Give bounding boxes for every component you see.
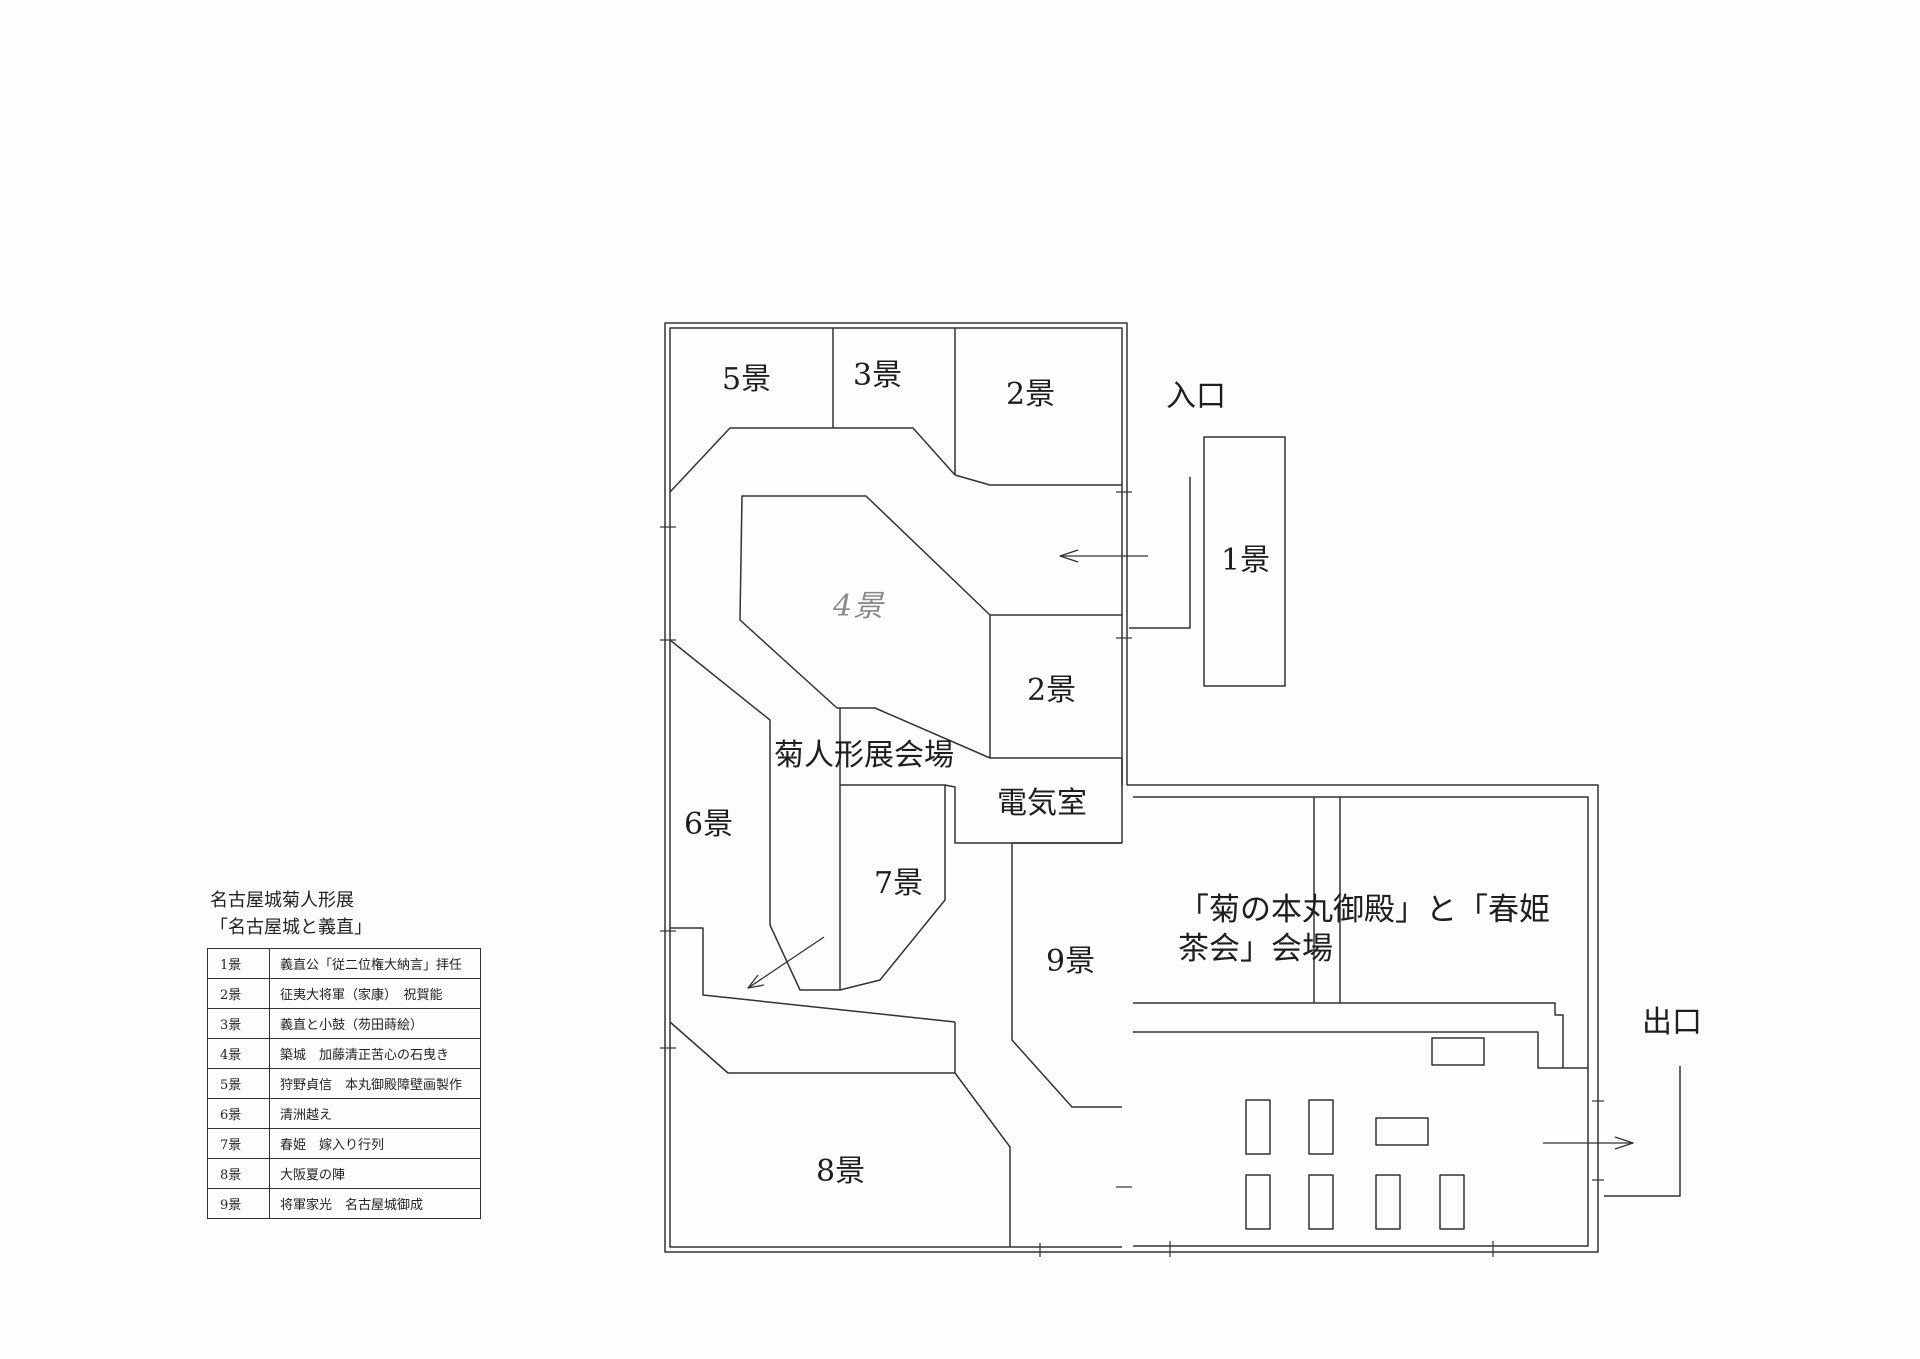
scene-6-label: 6景 — [684, 807, 734, 842]
table-row: 5景狩野貞信 本丸御殿障壁画製作 — [207, 1068, 481, 1099]
table-row: 9景将軍家光 名古屋城御成 — [207, 1188, 481, 1219]
table-row: 3景義直と小鼓（芴田蒔絵） — [207, 1008, 481, 1039]
sub-hall-label-line2: 茶会」会場 — [1178, 930, 1333, 967]
main-hall-walls — [664, 322, 1128, 1253]
sub-hall-walls — [1127, 784, 1599, 1253]
sub-hall-label: 「菊の本丸御殿」と「春姫 茶会」会場 — [1178, 891, 1550, 969]
scene-3-label: 3景 — [853, 358, 903, 393]
booth-9 — [1011, 842, 1122, 1108]
legend-desc: 狩野貞信 本丸御殿障壁画製作 — [269, 1068, 481, 1099]
legend-key: 4景 — [207, 1038, 270, 1069]
scene-2-top-label: 2景 — [1006, 377, 1056, 412]
sub-hall-interior — [1133, 797, 1588, 1230]
scene-8-label: 8景 — [816, 1154, 866, 1189]
exit-path — [1604, 1066, 1681, 1197]
booth-2-mid — [990, 614, 1122, 759]
main-hall-label: 菊人形展会場 — [774, 738, 954, 773]
entrance-label: 入口 — [1166, 379, 1226, 414]
arrow-icon — [747, 936, 825, 989]
top-booths — [832, 328, 1122, 486]
legend-desc: 大阪夏の陣 — [269, 1158, 481, 1189]
legend-title: 名古屋城菊人形展 「名古屋城と義直」 — [210, 887, 372, 941]
scene-5-label: 5景 — [722, 362, 772, 397]
legend-key: 1景 — [207, 948, 270, 979]
legend-key: 9景 — [207, 1188, 270, 1219]
legend-title-line2: 「名古屋城と義直」 — [210, 917, 372, 938]
legend-desc: 築城 加藤清正苦心の石曳き — [269, 1038, 481, 1069]
legend-key: 2景 — [207, 978, 270, 1009]
scene-9-label: 9景 — [1046, 944, 1096, 979]
legend-key: 7景 — [207, 1128, 270, 1159]
scene-1-label: 1景 — [1221, 543, 1271, 578]
arrow-icon — [1059, 549, 1148, 563]
table-row: 7景春姫 嫁入り行列 — [207, 1128, 481, 1159]
legend-key: 3景 — [207, 1008, 270, 1039]
lower-corridor — [669, 927, 1011, 1247]
legend-desc: 春姫 嫁入り行列 — [269, 1128, 481, 1159]
legend-key: 5景 — [207, 1068, 270, 1099]
electric-room-label: 電気室 — [997, 786, 1087, 821]
corridor-outline — [669, 427, 991, 991]
legend-title-line1: 名古屋城菊人形展 — [210, 890, 354, 911]
wall-ticks — [660, 491, 1604, 1257]
table-row: 2景征夷大将軍（家康） 祝賀能 — [207, 978, 481, 1009]
legend-key: 6景 — [207, 1098, 270, 1129]
scene-4-label: 4景 — [833, 589, 885, 624]
table-row: 1景義直公「従二位権大納言」拝任 — [207, 948, 481, 979]
legend-desc: 義直公「従二位権大納言」拝任 — [269, 948, 481, 979]
booth-1 — [1129, 436, 1286, 687]
table-row: 4景築城 加藤清正苦心の石曳き — [207, 1038, 481, 1069]
sub-hall-label-line1: 「菊の本丸御殿」と「春姫 — [1178, 892, 1550, 928]
arrow-icon — [1543, 1136, 1634, 1150]
scene-7-label: 7景 — [874, 866, 924, 901]
legend-key: 8景 — [207, 1158, 270, 1189]
legend-table: 1景義直公「従二位権大納言」拝任 2景征夷大将軍（家康） 祝賀能 3景義直と小鼓… — [207, 948, 481, 1219]
table-row: 6景清洲越え — [207, 1098, 481, 1129]
table-row: 8景大阪夏の陣 — [207, 1158, 481, 1189]
legend-desc: 将軍家光 名古屋城御成 — [269, 1188, 481, 1219]
scene-2-mid-label: 2景 — [1027, 673, 1077, 708]
legend-desc: 義直と小鼓（芴田蒔絵） — [269, 1008, 481, 1039]
legend-desc: 清洲越え — [269, 1098, 481, 1129]
exit-label: 出口 — [1642, 1005, 1702, 1040]
legend-desc: 征夷大将軍（家康） 祝賀能 — [269, 978, 481, 1009]
